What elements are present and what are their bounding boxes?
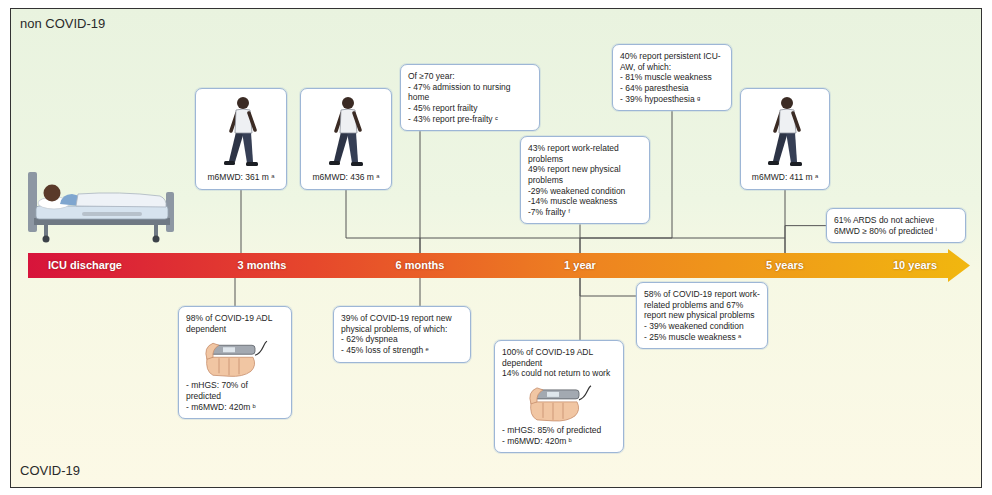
box-text: -14% muscle weakness	[528, 196, 642, 207]
box-text: - 47% admission to nursing home	[408, 82, 532, 103]
tick-slot: 3 months	[238, 253, 287, 278]
walking-person-icon	[768, 97, 802, 166]
box-text: m6MWD: 361 m ᵃ	[203, 172, 279, 183]
box-text: - 45% report frailty	[408, 103, 532, 114]
tick-slot: 6 months	[396, 253, 445, 278]
box-text: 43% report work-related problems	[528, 143, 642, 164]
box-text: - 39% hypoesthesia ᵍ	[620, 94, 724, 105]
leader-line	[241, 190, 242, 253]
leader-line	[420, 278, 421, 306]
box-text: - mHGS: 70% of predicted	[186, 380, 284, 401]
tick-slot: 10 years	[893, 253, 937, 278]
box-text: - 45% loss of strength ᵉ	[341, 345, 463, 356]
box-text: - 43% report pre-frailty ᶜ	[408, 114, 532, 125]
box-text: Of ≥70 year:	[408, 71, 532, 82]
time-label: 5 years	[766, 259, 804, 273]
box-text: - m6MWD: 420m ᵇ	[502, 436, 616, 447]
timeline-band	[28, 249, 970, 282]
time-label: 10 years	[893, 259, 937, 273]
finding-box: 58% of COVID-19 report work-related prob…	[636, 282, 768, 349]
time-label: 6 months	[396, 259, 445, 273]
box-text: 49% report new physical problems	[528, 164, 642, 185]
finding-box: 43% report work-related problems49% repo…	[520, 136, 650, 224]
time-label: 3 months	[238, 259, 287, 273]
box-text: 61% ARDS do not achieve 6MWD ≥ 80% of pr…	[834, 215, 958, 236]
finding-box: 39% of COVID-19 report new physical prob…	[333, 306, 471, 363]
box-text: 39% of COVID-19 report new physical prob…	[341, 313, 463, 334]
box-text: - 39% weakened condition	[644, 321, 760, 332]
leader-line	[420, 131, 421, 253]
finding-box: Of ≥70 year:- 47% admission to nursing h…	[400, 64, 540, 131]
box-text: - 64% paresthesia	[620, 83, 724, 94]
leader-line	[235, 278, 236, 306]
box-text: - mHGS: 85% of predicted	[502, 425, 616, 436]
label-slot: COVID-19	[20, 463, 80, 478]
tick-slot: ICU discharge	[48, 253, 122, 278]
section-label: non COVID-19	[20, 16, 105, 31]
box-text: 14% could not return to work	[502, 368, 616, 379]
walking-person-icon	[224, 97, 258, 166]
walking-person-icon	[329, 97, 363, 166]
box-text: 40% report persistent ICU-AW, of which:	[620, 51, 724, 72]
box-text: m6MWD: 411 m ᵃ	[748, 172, 822, 183]
leader-line	[346, 190, 420, 253]
timeline-arrow	[28, 253, 970, 278]
section-label: COVID-19	[20, 463, 80, 478]
box-text: 58% of COVID-19 report work-related prob…	[644, 289, 760, 321]
box-text: m6MWD: 436 m ᵃ	[308, 172, 384, 183]
box-text: 98% of COVID-19 ADL dependent	[186, 313, 284, 334]
box-text: -7% frailty ᶠ	[528, 207, 642, 218]
box-text: 100% of COVID-19 ADL dependent	[502, 347, 616, 368]
tick-slot: 1 year	[564, 253, 596, 278]
tick-slot: 5 years	[766, 253, 804, 278]
leader-line	[785, 226, 826, 253]
finding-box: 61% ARDS do not achieve 6MWD ≥ 80% of pr…	[826, 208, 966, 243]
time-label: 1 year	[564, 259, 596, 273]
leader-line	[580, 224, 581, 253]
time-label: ICU discharge	[48, 259, 122, 273]
box-text: - m6MWD: 420m ᵇ	[186, 402, 284, 413]
timeline: ICU discharge 3 months 6 months 1 year 5 yea…	[28, 253, 970, 278]
label-slot: non COVID-19	[20, 16, 105, 31]
leader-line	[580, 278, 636, 296]
box-text: -29% weakened condition	[528, 186, 642, 197]
icu-bed-illustration	[28, 172, 174, 243]
box-text: - 25% muscle weakness ᵃ	[644, 332, 760, 343]
box-text: - 81% muscle weakness	[620, 72, 724, 83]
handgrip-icon	[206, 341, 267, 376]
finding-box: 40% report persistent ICU-AW, of which:-…	[612, 44, 732, 111]
box-text: - 62% dyspnea	[341, 334, 463, 345]
handgrip-icon	[530, 386, 591, 421]
